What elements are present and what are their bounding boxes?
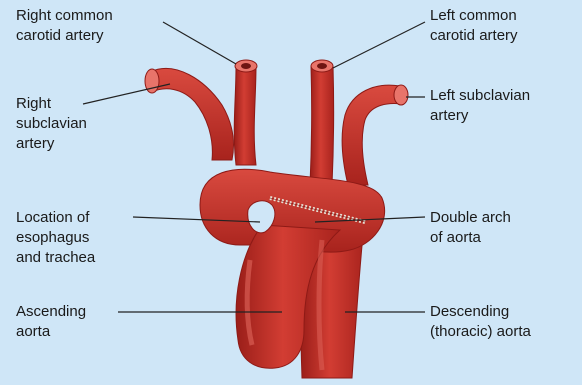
label-double-arch: Double arch of aorta [430,208,511,248]
right-common-carotid-vessel [234,66,256,165]
label-line: Double arch [430,208,511,228]
label-line: and trachea [16,248,95,268]
label-line: Right [16,94,87,114]
label-line: of aorta [430,228,511,248]
left-subclavian-opening [394,85,408,105]
label-line: Descending [430,302,531,322]
label-line: esophagus [16,228,95,248]
left-carotid-lumen [317,63,327,69]
leader-right-common-carotid [163,22,236,64]
label-left-subclavian: Left subclavian artery [430,86,530,126]
leader-right-subclavian [83,84,170,104]
label-right-common-carotid: Right common carotid artery [16,6,113,46]
label-right-subclavian: Right subclavian artery [16,94,87,154]
label-descending-aorta: Descending (thoracic) aorta [430,302,531,342]
label-line: Location of [16,208,95,228]
label-line: Left common [430,6,518,26]
label-ascending-aorta: Ascending aorta [16,302,86,342]
label-line: (thoracic) aorta [430,322,531,342]
right-subclavian-vessel [150,68,234,160]
label-line: Left subclavian [430,86,530,106]
left-common-carotid-vessel [310,66,334,185]
label-line: subclavian [16,114,87,134]
leader-left-common-carotid [333,22,425,68]
label-line: aorta [16,322,86,342]
label-line: artery [430,106,530,126]
label-line: carotid artery [16,26,113,46]
left-subclavian-vessel [342,85,402,185]
label-line: carotid artery [430,26,518,46]
right-carotid-lumen [241,63,251,69]
label-line: Right common [16,6,113,26]
label-line: Ascending [16,302,86,322]
label-left-common-carotid: Left common carotid artery [430,6,518,46]
label-line: artery [16,134,87,154]
label-esophagus-trachea: Location of esophagus and trachea [16,208,95,268]
